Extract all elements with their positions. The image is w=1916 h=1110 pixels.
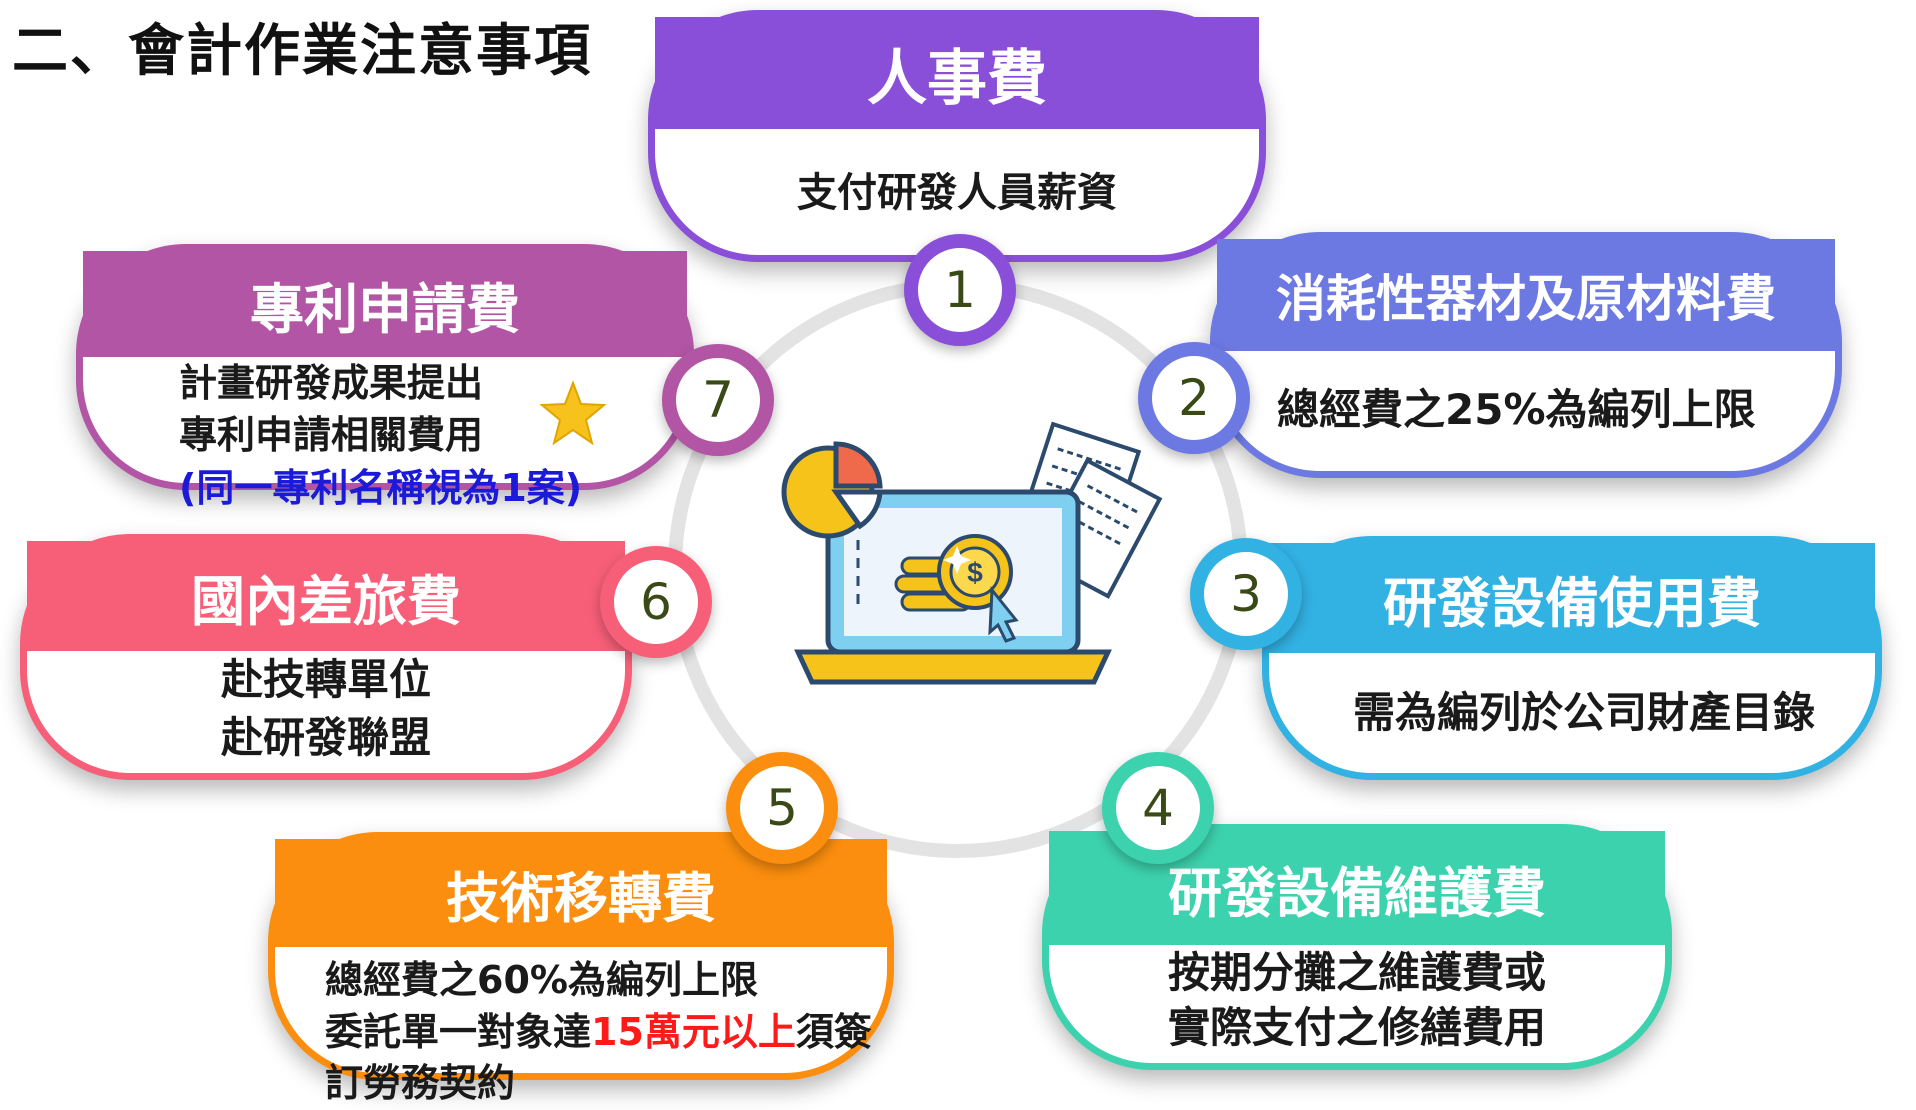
item-line: 實際支付之修繕費用 [1167, 1003, 1546, 1052]
item-card-2: 消耗性器材及原材料費 總經費之25%為編列上限 [1210, 232, 1842, 478]
item-line: 計畫研發成果提出 [179, 361, 484, 405]
item-title: 專利申請費 [83, 251, 687, 357]
item-title: 人事費 [655, 17, 1259, 129]
item-title: 消耗性器材及原材料費 [1217, 239, 1835, 351]
item-card-1: 人事費 支付研發人員薪資 [648, 10, 1266, 262]
item-body: 支付研發人員薪資 [655, 129, 1259, 249]
item-note: (同一專利名稱視為1案) [179, 465, 583, 510]
item-body: 總經費之25%為編列上限 [1217, 351, 1835, 461]
item-body: 需為編列於公司財產目錄 [1269, 653, 1875, 765]
item-text: 須簽 [795, 1009, 872, 1054]
item-line: 總經費之25%為編列上限 [1277, 384, 1756, 434]
number-badge-5: 5 [726, 752, 838, 864]
item-text: 委託單一對象達 [325, 1009, 592, 1054]
item-card-4: 研發設備維護費 按期分攤之維護費或 實際支付之修繕費用 [1042, 824, 1672, 1070]
number-badge-3: 3 [1190, 538, 1302, 650]
item-line: 支付研發人員薪資 [797, 170, 1117, 216]
svg-text:$: $ [967, 557, 983, 588]
number-badge-1: 1 [904, 234, 1016, 346]
item-title: 研發設備使用費 [1269, 543, 1875, 653]
number-badge-4: 4 [1102, 752, 1214, 864]
number-badge-2: 2 [1138, 342, 1250, 454]
item-body: 總經費之60%為編列上限 委託單一對象達15萬元以上須簽 訂勞務契約 [275, 947, 887, 1105]
item-line: 專利申請相關費用 [179, 413, 484, 458]
item-card-5: 技術移轉費 總經費之60%為編列上限 委託單一對象達15萬元以上須簽 訂勞務契約 [268, 832, 894, 1105]
item-card-7: 專利申請費 計畫研發成果提出 專利申請相關費用 (同一專利名稱視為1案) [76, 244, 694, 510]
number-badge-7: 7 [662, 344, 774, 456]
item-line: 總經費之60%為編列上限 [325, 958, 758, 1002]
item-card-3: 研發設備使用費 需為編列於公司財產目錄 [1262, 536, 1882, 780]
item-title: 國內差旅費 [27, 541, 625, 651]
item-line: 訂勞務契約 [325, 1061, 516, 1106]
item-line: 按期分攤之維護費或 [1167, 948, 1546, 998]
star-icon [539, 380, 607, 446]
item-body: 計畫研發成果提出 專利申請相關費用 (同一專利名稱視為1案) [83, 357, 687, 510]
highlight-amount: 15萬元以上 [591, 1009, 796, 1054]
item-line: 委託單一對象達15萬元以上須簽 [325, 1007, 887, 1059]
item-card-6: 國內差旅費 赴技轉單位 赴研發聯盟 [20, 534, 632, 780]
item-line: 赴技轉單位 [220, 655, 431, 705]
item-body: 按期分攤之維護費或 實際支付之修繕費用 [1049, 945, 1665, 1057]
item-body: 赴技轉單位 赴研發聯盟 [27, 651, 625, 767]
item-line: 需為編列於公司財產目錄 [1353, 687, 1816, 737]
laptop-finance-icon: $ [781, 421, 1163, 685]
page-title: 二、會計作業注意事項 [12, 19, 592, 84]
number-badge-6: 6 [600, 546, 712, 658]
item-line: 赴研發聯盟 [220, 713, 431, 762]
